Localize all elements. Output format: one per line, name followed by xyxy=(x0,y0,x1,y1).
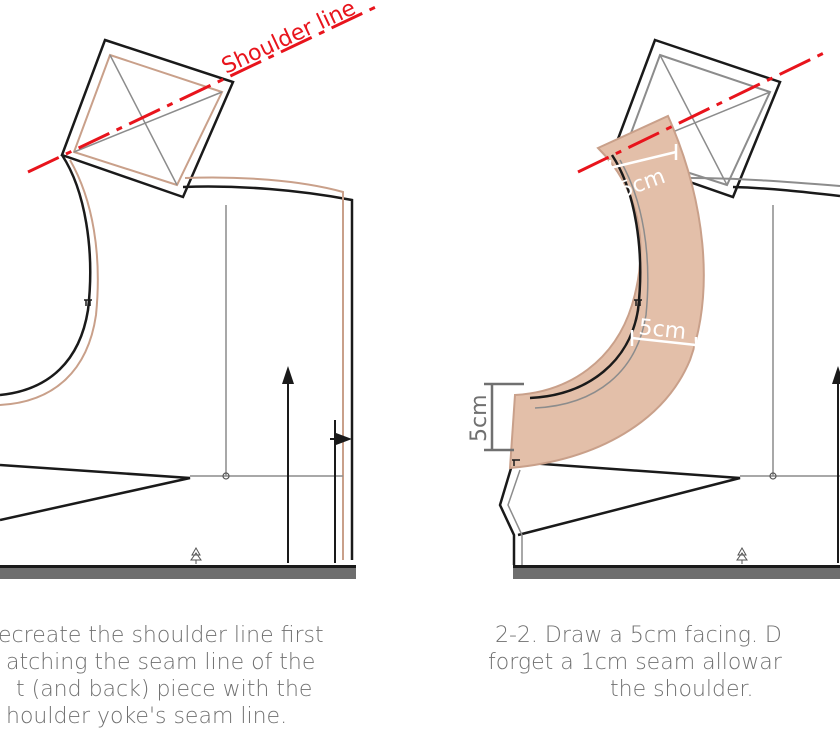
right-dart xyxy=(514,460,741,537)
left-shoulder-label: Shoulder line xyxy=(218,0,360,79)
left-caption-line: atching the seam line of the xyxy=(6,650,316,675)
right-shoulder-line xyxy=(577,50,827,174)
left-base-bar-top xyxy=(0,565,356,568)
right-notch-bottom xyxy=(512,459,520,466)
right-armhole-seam xyxy=(534,159,649,409)
left-caption-line: houlder yoke's seam line. xyxy=(6,704,288,729)
left-yoke-diagonal xyxy=(73,91,223,153)
left-dart xyxy=(0,463,191,522)
left-grainline-arrowhead xyxy=(282,366,294,384)
left-caption-line: t (and back) piece with the xyxy=(16,677,313,702)
right-panel: 5cm 5cm 5cm xyxy=(467,38,840,579)
left-top-seam xyxy=(184,176,344,560)
right-side-seam xyxy=(507,469,523,565)
measure-left xyxy=(484,382,524,452)
right-caption-line: forget a 1cm seam allowar xyxy=(488,650,782,675)
left-yoke-diagonal xyxy=(109,54,178,186)
right-caption-line: 2-2. Draw a 5cm facing. D xyxy=(495,623,782,648)
left-guide-point xyxy=(222,472,230,480)
right-base-bar-top xyxy=(513,565,840,568)
right-yoke-diagonal xyxy=(659,54,728,186)
left-bodice-outline xyxy=(0,154,92,397)
measure-middle xyxy=(630,330,698,353)
left-bodice-seam xyxy=(0,159,99,406)
tree-icon xyxy=(736,546,748,564)
left-yoke-outer xyxy=(60,38,235,199)
right-notch xyxy=(634,299,642,306)
measure-label-left: 5cm xyxy=(467,394,492,442)
right-side-outline xyxy=(498,464,516,565)
left-fold-arrowhead xyxy=(336,433,352,445)
left-caption-line: ecreate the shoulder line first xyxy=(0,623,324,648)
right-top-edge xyxy=(732,185,840,198)
right-guide-point xyxy=(769,472,777,480)
left-shoulder-line xyxy=(27,2,383,174)
right-base-bar xyxy=(513,565,840,579)
right-grainline-arrowhead xyxy=(832,366,840,384)
left-yoke-seam xyxy=(72,53,224,187)
left-notch xyxy=(84,299,92,306)
right-armhole-curve xyxy=(529,154,642,400)
tree-icon xyxy=(190,546,202,564)
measure-top xyxy=(608,144,678,176)
left-top-edge xyxy=(182,185,354,560)
left-base-bar xyxy=(0,565,356,579)
facing-band xyxy=(508,114,705,470)
right-caption-line: the shoulder. xyxy=(610,677,754,702)
measure-label-middle: 5cm xyxy=(637,315,687,345)
right-top-edge-grey xyxy=(689,177,840,187)
left-panel: Shoulder line xyxy=(0,0,383,579)
right-yoke-outer xyxy=(610,38,782,199)
